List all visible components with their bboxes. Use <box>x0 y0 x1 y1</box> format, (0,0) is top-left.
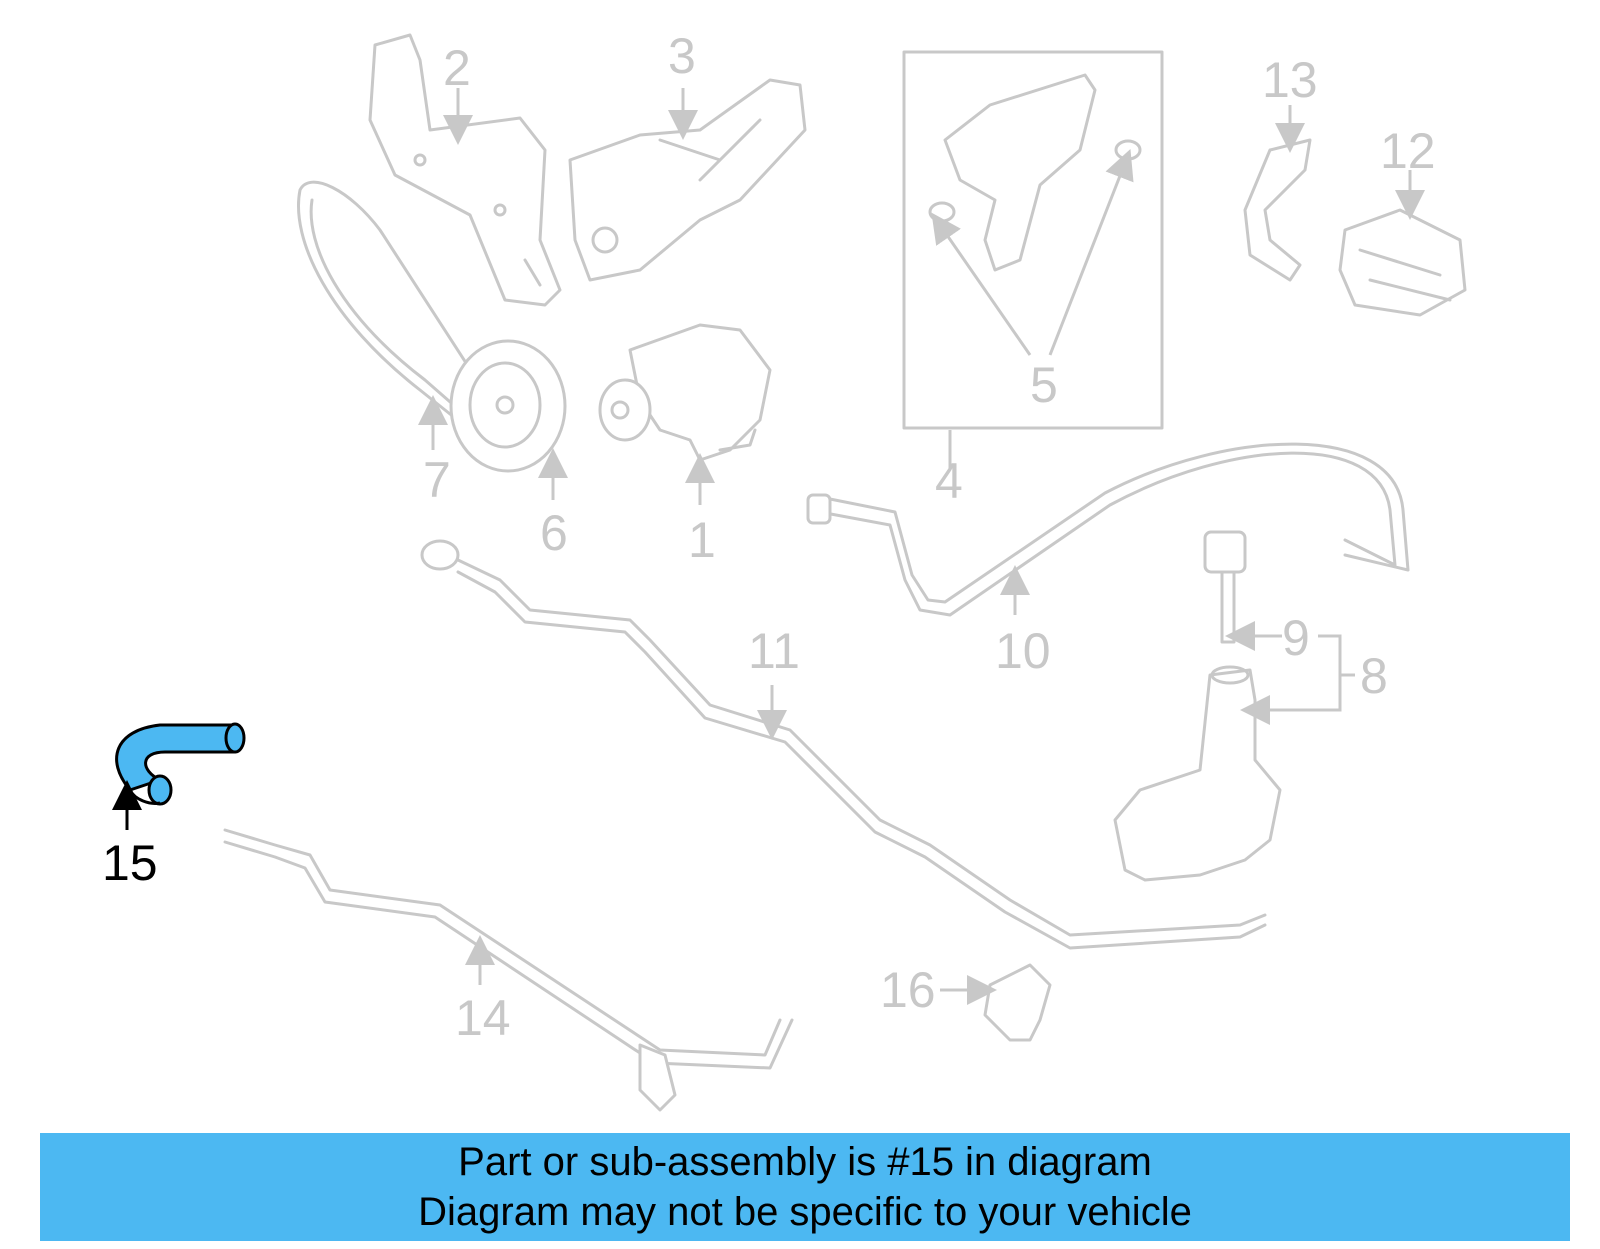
pump-part-1[interactable] <box>598 323 772 462</box>
hose-part-15[interactable] <box>115 722 246 806</box>
reservoir-part-8[interactable] <box>1113 665 1282 882</box>
grommet-part-16[interactable] <box>983 963 1052 1042</box>
callout-15: 15 <box>102 835 158 891</box>
reservoir-cap-part-9[interactable] <box>1203 530 1247 644</box>
callout-14: 14 <box>455 990 511 1046</box>
callout-8: 8 <box>1360 648 1388 704</box>
callout-7: 7 <box>423 452 451 508</box>
bracket-part-2[interactable] <box>368 33 562 307</box>
callout-11: 11 <box>748 623 800 679</box>
callout-2: 2 <box>443 40 471 96</box>
line-part-14[interactable] <box>223 828 794 1112</box>
leader-lines <box>112 88 1425 1005</box>
connector-part-12[interactable] <box>1338 208 1467 317</box>
callout-10: 10 <box>995 623 1051 679</box>
bracket-part-13[interactable] <box>1243 138 1312 282</box>
callout-5: 5 <box>1030 357 1058 413</box>
hose-part-10[interactable] <box>806 442 1410 617</box>
callout-9: 9 <box>1282 610 1310 666</box>
callout-3: 3 <box>668 28 696 84</box>
mount-part-3[interactable] <box>568 78 807 282</box>
callout-1: 1 <box>688 512 716 568</box>
banner-line-1: Part or sub-assembly is #15 in diagram <box>458 1140 1152 1184</box>
callout-6: 6 <box>540 505 568 561</box>
line-part-11[interactable] <box>420 539 1267 950</box>
callout-12: 12 <box>1380 123 1436 179</box>
banner-line-2: Diagram may not be specific to your vehi… <box>418 1190 1192 1234</box>
callout-labels: 1 2 3 4 5 6 7 8 9 10 11 12 13 14 15 16 <box>102 28 1436 1046</box>
callout-16: 16 <box>880 962 936 1018</box>
callout-4: 4 <box>935 453 963 509</box>
info-banner: Part or sub-assembly is #15 in diagram D… <box>40 1133 1570 1241</box>
callout-13: 13 <box>1262 52 1318 108</box>
pulley-part-6[interactable] <box>449 339 567 473</box>
